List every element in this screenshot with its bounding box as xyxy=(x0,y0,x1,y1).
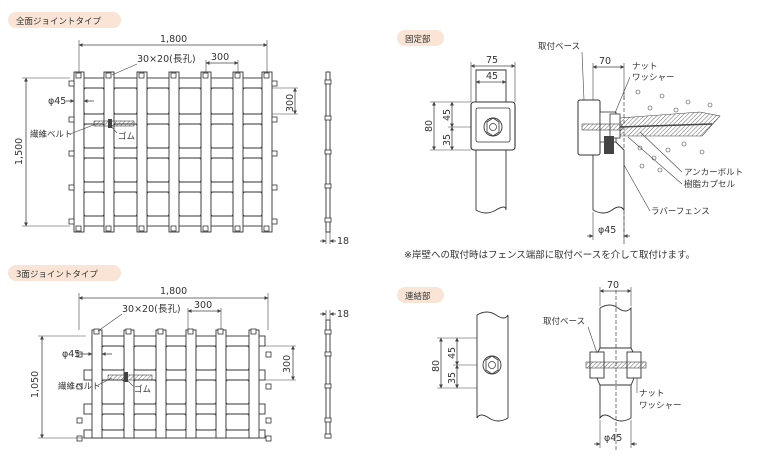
connect-base-label: 取付ベース xyxy=(543,316,585,327)
three-dimensions: 1,800 300 30×20(長孔) 1,050 φ45 300 繊維ベルト … xyxy=(30,286,296,439)
rubber-piece xyxy=(108,119,112,128)
fixed-side-view xyxy=(577,89,721,245)
connect-h45-dim: 45 xyxy=(447,347,458,359)
connect-h80-dim: 80 xyxy=(431,360,442,372)
three-pitch-dim: 300 xyxy=(194,300,212,311)
three-cells xyxy=(101,345,250,431)
three-joint-fence-drawing xyxy=(76,328,272,442)
fixed-washer-label: ワッシャー xyxy=(632,73,675,83)
full-dimensions: 1,800 300 30×20(長孔) 1,500 φ45 300 繊維ベルト … xyxy=(14,34,298,227)
fixed-front-view xyxy=(470,69,516,214)
fixed-h35-dim: 35 xyxy=(442,134,453,146)
full-pitch-dim: 300 xyxy=(211,52,229,63)
full-width-dim: 1,800 xyxy=(160,34,187,45)
fixed-w45-dim: 45 xyxy=(486,71,498,82)
full-side-view: 18 xyxy=(320,71,349,247)
full-bolt-tabs xyxy=(68,72,278,232)
section-label-connect: 連結部 xyxy=(397,287,444,303)
fixed-d70-dim: 70 xyxy=(599,56,611,67)
fixed-side-labels: 取付ベース 70 ナット ワッシャー アンカーボルト 樹脂カプセル ラバーフェン… xyxy=(538,41,743,240)
full-dia-label: φ45 xyxy=(48,96,66,107)
fixed-w75-dim: 75 xyxy=(486,55,498,66)
three-rubber-label: ゴム xyxy=(134,384,151,395)
full-joint-fence-drawing xyxy=(68,71,278,233)
fiber-belt-hatch xyxy=(93,120,135,127)
fixed-nut-label: ナット xyxy=(632,62,658,72)
three-bolt-tabs xyxy=(76,328,272,442)
fixed-capsule-label: 樹脂カプセル xyxy=(684,179,736,190)
full-cell-dim: 300 xyxy=(285,94,296,112)
connect-d70-dim: 70 xyxy=(607,280,619,291)
full-rubber-label: ゴム xyxy=(118,131,135,142)
connect-side-view xyxy=(585,290,647,450)
fixed-anchor-label: アンカーボルト xyxy=(684,168,743,178)
full-belt-label: 繊維ベルト xyxy=(30,129,73,140)
fixed-fence-label: ラバーフェンス xyxy=(651,207,710,217)
fixed-base-label: 取付ベース xyxy=(538,41,580,52)
section-label-full-text: 全面ジョイントタイプ xyxy=(16,16,102,27)
three-width-dim: 1,800 xyxy=(160,286,187,297)
full-slot-label: 30×20(長孔) xyxy=(137,54,196,65)
three-fiber-belt-hatch xyxy=(107,374,153,381)
section-label-fixed: 固定部 xyxy=(397,30,444,46)
three-height-dim: 1,050 xyxy=(30,371,41,398)
fixed-h45-dim: 45 xyxy=(442,109,453,121)
section-label-three-text: 3面ジョイントタイプ xyxy=(16,270,98,280)
section-label-fixed-text: 固定部 xyxy=(405,34,431,45)
three-rubber-piece xyxy=(124,372,128,382)
three-slot-label: 30×20(長孔) xyxy=(122,304,181,315)
connect-side-labels: 70 取付ベース ナット ワッシャー φ45 xyxy=(543,280,682,448)
fixed-h80-dim: 80 xyxy=(424,120,435,132)
connect-front-view xyxy=(476,311,509,422)
fixed-dia-dim: φ45 xyxy=(598,225,616,236)
three-dia-label: φ45 xyxy=(62,349,80,360)
three-cell-dim: 300 xyxy=(282,355,293,373)
connect-washer-label: ワッシャー xyxy=(639,401,682,411)
full-cells xyxy=(83,87,263,217)
section-label-full: 全面ジョイントタイプ xyxy=(8,12,121,28)
connect-dia-dim: φ45 xyxy=(604,433,622,444)
full-height-dim: 1,500 xyxy=(14,138,25,165)
fixed-front-dimensions: 75 45 80 45 35 xyxy=(424,55,516,151)
three-belt-label: 繊維ベルト xyxy=(58,381,101,392)
section-label-connect-text: 連結部 xyxy=(405,291,431,302)
section-label-three: 3面ジョイントタイプ xyxy=(8,265,121,281)
connect-front-dimensions: 80 45 35 xyxy=(431,337,477,389)
mounting-note: ※岸壁への取付時はフェンス端部に取付ベースを介して取付けます。 xyxy=(404,249,695,261)
connect-nut-label: ナット xyxy=(639,389,665,399)
connect-h35-dim: 35 xyxy=(447,372,458,384)
three-side-view: 18 xyxy=(320,309,349,439)
full-thickness-dim: 18 xyxy=(337,236,349,247)
three-thickness-dim: 18 xyxy=(337,309,349,320)
